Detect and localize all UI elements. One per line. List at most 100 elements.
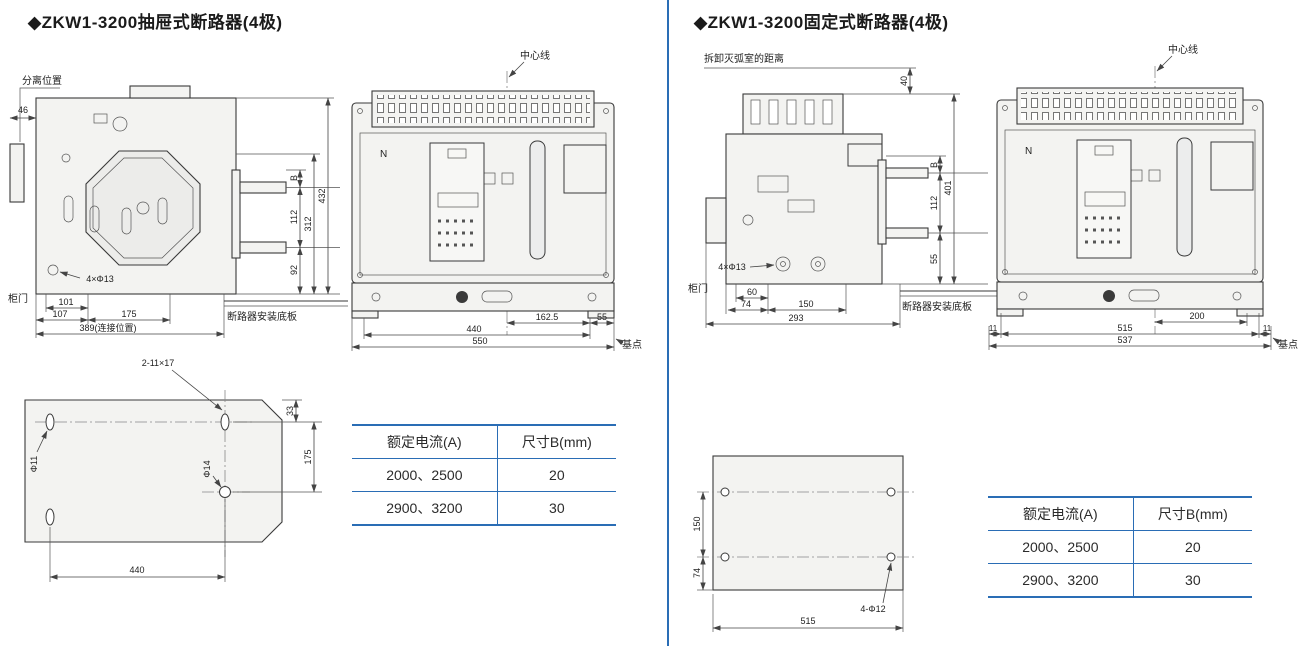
dim-74-label: 74 (741, 299, 751, 309)
dim-55-label: 55 (597, 312, 607, 322)
holes-label: 4-Φ12 (860, 604, 885, 614)
mounting-holes-label: 4×Φ13 (86, 274, 113, 284)
dim-175-vertical-label: 175 (303, 449, 313, 464)
slots-label: 2-11×17 (142, 358, 175, 368)
left-table-header-b: 尺寸B(mm) (497, 424, 616, 459)
dim-150-label: 150 (798, 299, 813, 309)
charge-knob (1103, 290, 1115, 302)
right-side-view: 拆卸灭弧室的距离 40 B 112 55 401 柜门 60 (688, 52, 1010, 328)
dim-11-right-label: 11 (1263, 324, 1272, 333)
cell-b-2: 30 (497, 491, 616, 526)
dim-515-label: 515 (800, 616, 815, 626)
left-spec-table: 额定电流(A) 尺寸B(mm) 2000、2500 20 2900、3200 3… (352, 424, 616, 526)
base-point-label: 基点 (1278, 338, 1298, 351)
left-table-row-1: 2000、2500 20 (352, 458, 616, 492)
left-side-view-dimensions: 分离位置 46 B 112 92 312 432 (8, 74, 348, 338)
right-table-header-row: 额定电流(A) 尺寸B(mm) (988, 496, 1252, 531)
left-mounting-plate-view: 2-11×17 33 175 Φ11 Φ14 440 (24, 358, 322, 582)
arc-chute-note-label: 拆卸灭弧室的距离 (704, 52, 784, 65)
dim-107-label: 107 (52, 309, 67, 319)
dim-432-label: 432 (317, 188, 327, 203)
centerline-label: 中心线 (520, 49, 550, 62)
dim-60-label: 60 (747, 287, 757, 297)
dim-112-label: 112 (289, 210, 299, 224)
right-table-header-b: 尺寸B(mm) (1133, 496, 1252, 531)
left-section-title: ◆ZKW1-3200抽屉式断路器(4极) (28, 13, 283, 32)
terminal-pins (1021, 92, 1239, 120)
trip-unit-panel (1076, 139, 1132, 259)
cabinet-door-label: 柜门 (688, 282, 708, 295)
right-table-row-2: 2900、3200 30 (988, 563, 1252, 598)
dim-150-label: 150 (692, 516, 702, 531)
dim-74-label: 74 (692, 568, 702, 578)
cell-current-2: 2900、3200 (352, 491, 498, 526)
cell-current-1: 2000、2500 (988, 530, 1134, 564)
dim-b-label: B (929, 162, 939, 168)
dim-200-label: 200 (1189, 311, 1204, 321)
dim-515-label: 515 (1117, 323, 1132, 333)
left-table-row-2: 2900、3200 30 (352, 491, 616, 526)
left-front-view-body (351, 71, 615, 335)
right-front-view-body (996, 66, 1264, 334)
trip-unit-display (437, 192, 479, 208)
n-pole-label: N (1025, 146, 1032, 157)
operating-handle (1176, 137, 1193, 257)
dim-537-label: 537 (1117, 335, 1132, 345)
separation-position-label: 分离位置 (22, 74, 62, 87)
cabinet-door-label: 柜门 (8, 292, 28, 305)
n-pole-label: N (380, 149, 387, 160)
dim-phi11-label: Φ11 (29, 456, 39, 473)
dim-550-label: 550 (472, 336, 487, 346)
dim-175-label: 175 (121, 309, 136, 319)
right-table-row-1: 2000、2500 20 (988, 530, 1252, 564)
dim-162-label: 162.5 (536, 312, 559, 322)
base-point-label: 基点 (622, 338, 642, 351)
dim-440-label: 440 (466, 324, 481, 334)
operating-handle (529, 140, 546, 260)
left-plate-body (24, 390, 283, 557)
dim-40-label: 40 (899, 76, 909, 86)
centerline-label: 中心线 (1168, 43, 1198, 56)
right-mounting-plate-view: 150 74 4-Φ12 515 (692, 455, 917, 632)
dim-312-label: 312 (303, 216, 313, 231)
charge-knob (456, 291, 468, 303)
mounting-plate-label: 断路器安装底板 (227, 310, 297, 323)
right-front-view-dimensions: 中心线 N 200 11 515 11 537 基点 (988, 43, 1298, 351)
trip-unit-display (1084, 191, 1126, 207)
left-table-header-current: 额定电流(A) (352, 424, 498, 459)
dim-46-label: 46 (18, 105, 28, 115)
mounting-plate-label: 断路器安装底板 (902, 300, 972, 313)
dim-b-label: B (289, 175, 299, 181)
cell-current-2: 2900、3200 (988, 563, 1134, 598)
left-plate-dimensions: 2-11×17 33 175 Φ11 Φ14 440 (29, 358, 322, 582)
cell-b-2: 30 (1133, 563, 1252, 598)
dim-389-label: 389(连接位置) (79, 322, 136, 333)
dim-11-left-label: 11 (989, 324, 998, 333)
trip-unit-panel (429, 142, 485, 262)
left-front-view: 中心线 N 162.5 55 440 550 基点 (351, 49, 642, 351)
dim-401-label: 401 (943, 180, 953, 195)
terminal-pins (376, 95, 590, 123)
right-table-header-current: 额定电流(A) (988, 496, 1134, 531)
left-table-header-row: 额定电流(A) 尺寸B(mm) (352, 424, 616, 459)
left-side-view: 分离位置 46 B 112 92 312 432 (8, 74, 348, 338)
right-section-title: ◆ZKW1-3200固定式断路器(4极) (694, 13, 949, 32)
cell-current-1: 2000、2500 (352, 458, 498, 492)
right-side-view-dimensions: 拆卸灭弧室的距离 40 B 112 55 401 柜门 60 (688, 52, 1010, 328)
dim-92-label: 92 (289, 265, 299, 275)
right-plate-body (697, 455, 917, 591)
right-side-view-body (705, 93, 929, 285)
left-front-view-dimensions: 中心线 N 162.5 55 440 550 基点 (351, 49, 642, 351)
dim-101-label: 101 (58, 297, 73, 307)
cell-b-1: 20 (1133, 530, 1252, 564)
right-spec-table: 额定电流(A) 尺寸B(mm) 2000、2500 20 2900、3200 3… (988, 496, 1252, 598)
dim-phi14-label: Φ14 (202, 460, 212, 477)
dim-293-label: 293 (788, 313, 803, 323)
dim-440-plate-label: 440 (129, 565, 144, 575)
dim-112-label: 112 (929, 196, 939, 210)
section-divider (667, 0, 669, 646)
right-front-view: 中心线 N 200 11 515 11 537 基点 (988, 43, 1298, 351)
left-side-view-body (9, 85, 287, 295)
dim-55-label: 55 (929, 254, 939, 264)
mounting-holes-label: 4×Φ13 (718, 262, 745, 272)
